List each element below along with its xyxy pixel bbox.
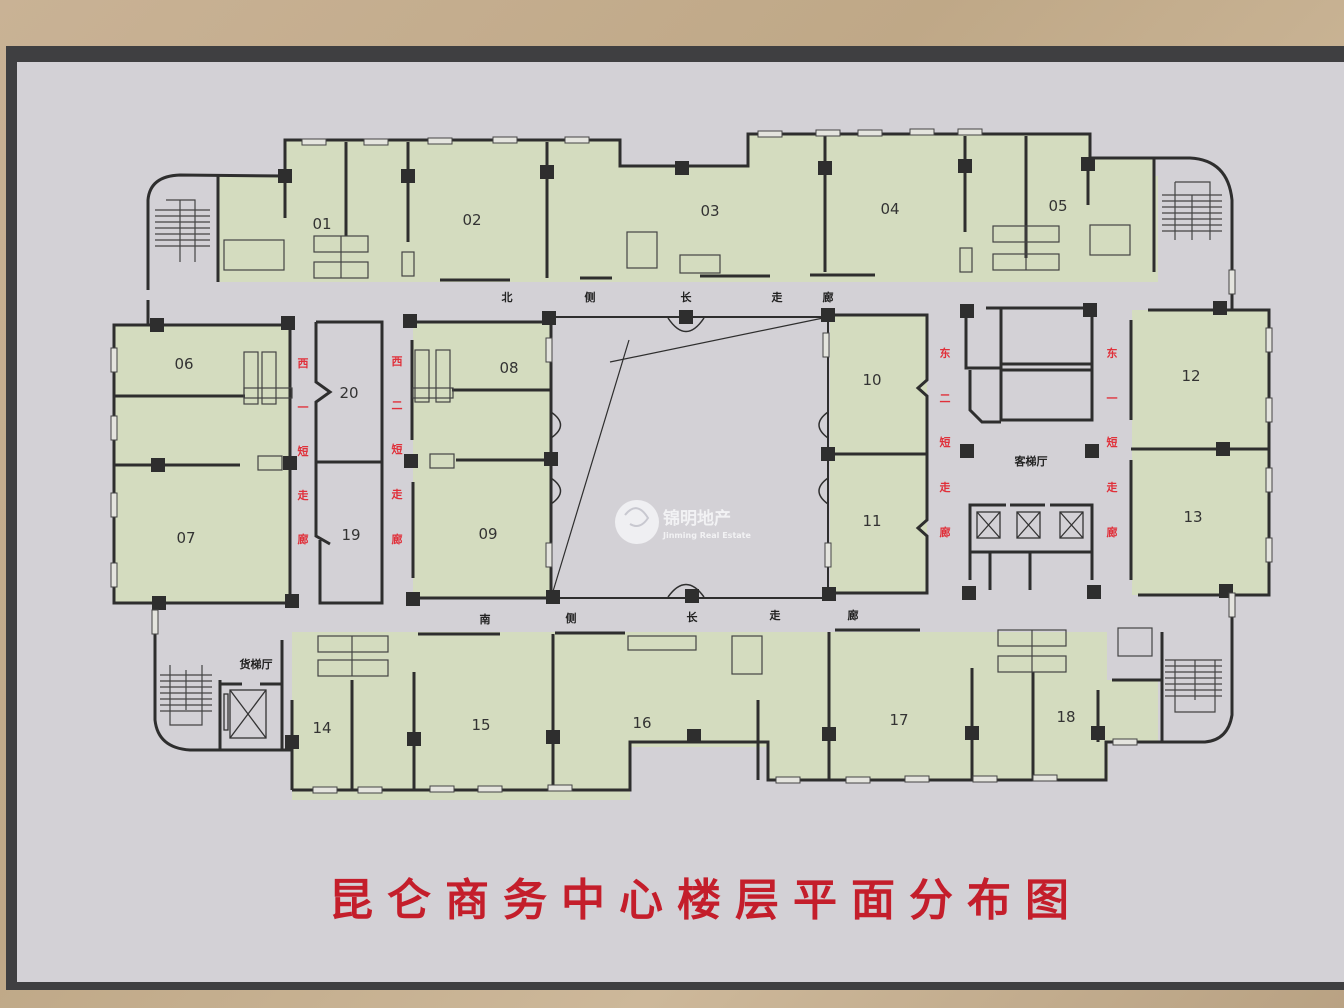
room-04-label[interactable]: 04 <box>880 200 899 218</box>
svg-text:廊: 廊 <box>848 608 859 622</box>
svg-text:一: 一 <box>298 401 309 414</box>
stair-nw-icon <box>155 199 210 262</box>
passenger-elevator-hall-label: 客梯厅 <box>1014 454 1048 468</box>
room-01-label[interactable]: 01 <box>312 215 331 233</box>
svg-text:走: 走 <box>297 488 309 502</box>
room-03-label[interactable]: 03 <box>700 202 719 220</box>
room-18-label[interactable]: 18 <box>1056 708 1075 726</box>
svg-text:西: 西 <box>392 355 403 368</box>
svg-text:侧: 侧 <box>585 290 596 304</box>
passenger-elevators-icon <box>976 511 1084 539</box>
svg-text:长: 长 <box>687 610 699 624</box>
room-12-label[interactable]: 12 <box>1181 367 1200 385</box>
room-13-label[interactable]: 13 <box>1183 508 1202 526</box>
svg-text:北: 北 <box>502 290 513 304</box>
room-09-label[interactable]: 09 <box>478 525 497 543</box>
svg-text:短: 短 <box>940 435 951 449</box>
east2-corridor-label: 东 二 短 走 廊 <box>939 346 951 539</box>
svg-text:走: 走 <box>939 480 951 494</box>
south-corridor-label: 南 侧 长 走 廊 <box>480 608 859 626</box>
room-02-label[interactable]: 02 <box>462 211 481 229</box>
svg-text:西: 西 <box>298 357 309 370</box>
watermark-en-text: Jinming Real Estate <box>662 531 751 540</box>
restroom-fixtures <box>223 224 1153 677</box>
svg-text:廊: 廊 <box>1107 525 1118 539</box>
room-16-label[interactable]: 16 <box>632 714 651 732</box>
svg-text:短: 短 <box>392 442 403 456</box>
room-07-label[interactable]: 07 <box>176 529 195 547</box>
svg-text:廊: 廊 <box>823 290 834 304</box>
room-08-label[interactable]: 08 <box>499 359 518 377</box>
room-17-label[interactable]: 17 <box>889 711 908 729</box>
svg-text:短: 短 <box>1107 435 1118 449</box>
svg-text:走: 走 <box>769 608 781 622</box>
svg-text:东: 东 <box>940 346 951 360</box>
svg-text:二: 二 <box>940 392 951 405</box>
room-14-label[interactable]: 14 <box>312 719 331 737</box>
svg-text:走: 走 <box>771 290 783 304</box>
freight-elevator-icon <box>223 689 267 739</box>
freight-elevator-hall-label: 货梯厅 <box>239 657 273 671</box>
svg-text:短: 短 <box>298 444 309 458</box>
stair-se-icon <box>1165 659 1222 713</box>
svg-text:一: 一 <box>1107 392 1118 405</box>
svg-text:侧: 侧 <box>566 611 577 625</box>
room-20-label[interactable]: 20 <box>339 384 358 402</box>
svg-text:东: 东 <box>1107 346 1118 360</box>
east1-corridor-label: 东 一 短 走 廊 <box>1106 346 1118 539</box>
svg-text:走: 走 <box>1106 480 1118 494</box>
svg-text:走: 走 <box>391 487 403 501</box>
svg-text:廊: 廊 <box>940 525 951 539</box>
svg-text:廊: 廊 <box>392 532 403 546</box>
room-06-label[interactable]: 06 <box>174 355 193 373</box>
room-10-label[interactable]: 10 <box>862 371 881 389</box>
room-19-label[interactable]: 19 <box>341 526 360 544</box>
svg-text:南: 南 <box>480 612 491 626</box>
page-title: 昆仑商务中心楼层平面分布图 <box>329 875 1083 926</box>
room-05-label[interactable]: 05 <box>1048 197 1067 215</box>
north-corridor-label: 北 侧 长 走 廊 <box>502 290 834 304</box>
west1-corridor-label: 西 一 短 走 廊 <box>297 357 309 546</box>
room-11-label[interactable]: 11 <box>862 512 881 530</box>
walls <box>112 132 1271 792</box>
west2-corridor-label: 西 二 短 走 廊 <box>391 355 403 546</box>
svg-text:廊: 廊 <box>298 532 309 546</box>
room-15-label[interactable]: 15 <box>471 716 490 734</box>
stair-sw-icon <box>160 665 212 726</box>
watermark-logo-icon <box>615 500 659 544</box>
stair-ne-icon <box>1162 181 1222 240</box>
watermark-cn-text: 锦明地产 <box>663 508 731 529</box>
watermark: 锦明地产 Jinming Real Estate <box>615 500 751 544</box>
atrium-bays <box>550 317 829 598</box>
svg-text:长: 长 <box>681 290 693 304</box>
svg-text:二: 二 <box>392 399 403 412</box>
